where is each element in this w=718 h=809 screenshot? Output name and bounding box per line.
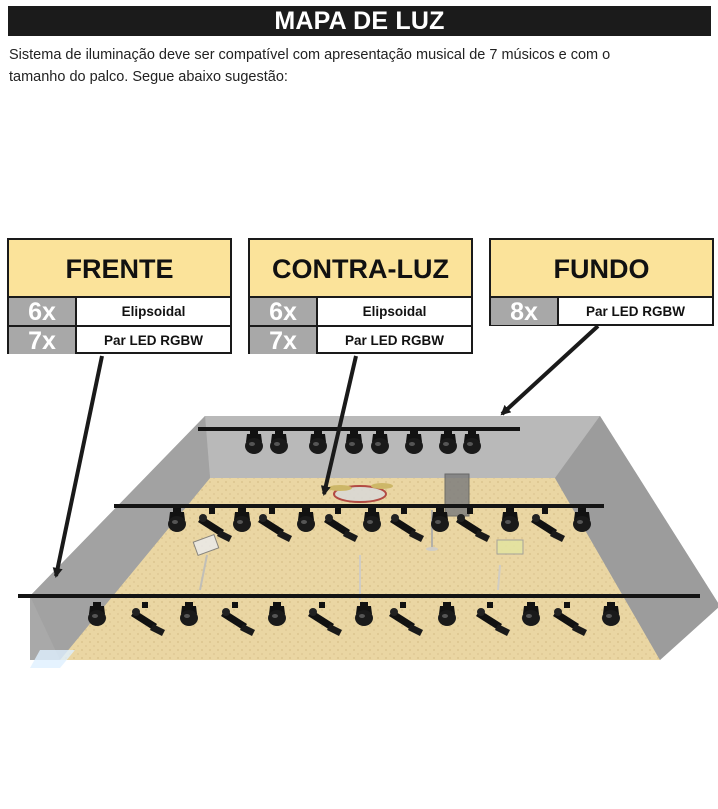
stage-left-side — [30, 416, 210, 660]
cymbal-icon — [371, 483, 393, 489]
contra-luz-row: 7x Par LED RGBW — [250, 325, 471, 355]
mic-stand-icon — [497, 564, 501, 591]
stage-back-wall — [205, 416, 600, 478]
page-title: MAPA DE LUZ — [8, 6, 711, 36]
frente-row: 6x Elipsoidal — [9, 298, 230, 326]
frente-box: FRENTE 6x Elipsoidal 7x Par LED RGBW — [7, 238, 232, 355]
contra-luz-fixture: Par LED RGBW — [344, 333, 444, 348]
cymbal-icon — [328, 485, 352, 491]
contra-luz-title: CONTRA-LUZ — [250, 240, 471, 298]
frente-title: FRENTE — [9, 240, 230, 298]
stage-right-wall — [555, 416, 718, 660]
intro-line-2: tamanho do palco. Segue abaixo sugestão: — [9, 69, 288, 85]
frente-qty: 7x — [9, 327, 77, 355]
amp-stack-icon — [444, 473, 470, 517]
fundo-qty: 8x — [491, 298, 559, 326]
frente-fixture: Elipsoidal — [121, 304, 186, 319]
arrow-fundo — [500, 324, 600, 416]
arrow-contra-luz — [320, 355, 358, 496]
contra-luz-fixture: Elipsoidal — [362, 304, 427, 319]
fundo-fixture: Par LED RGBW — [585, 304, 685, 319]
contra-luz-box: CONTRA-LUZ 6x Elipsoidal 7x Par LED RGBW — [248, 238, 473, 355]
intro-text: Sistema de iluminação deve ser compatíve… — [9, 44, 709, 88]
contra-luz-qty: 6x — [250, 298, 318, 326]
fundo-title: FUNDO — [491, 240, 712, 298]
frente-qty: 6x — [9, 298, 77, 326]
contra-luz-row: 6x Elipsoidal — [250, 298, 471, 326]
fundo-box: FUNDO 8x Par LED RGBW — [489, 238, 714, 326]
contra-luz-qty: 7x — [250, 327, 318, 355]
arrow-frente — [52, 355, 104, 578]
mic-stand-icon — [199, 554, 208, 591]
keyboard-icon — [192, 534, 220, 556]
stage-instruments — [192, 473, 524, 600]
mic-stand-base-icon — [426, 547, 438, 551]
speaker-icon — [496, 539, 524, 555]
intro-line-1: Sistema de iluminação deve ser compatíve… — [9, 47, 611, 63]
stage-floor-glow — [30, 650, 75, 668]
frente-row: 7x Par LED RGBW — [9, 325, 230, 355]
fundo-row: 8x Par LED RGBW — [491, 298, 712, 326]
frente-fixture: Par LED RGBW — [103, 333, 203, 348]
